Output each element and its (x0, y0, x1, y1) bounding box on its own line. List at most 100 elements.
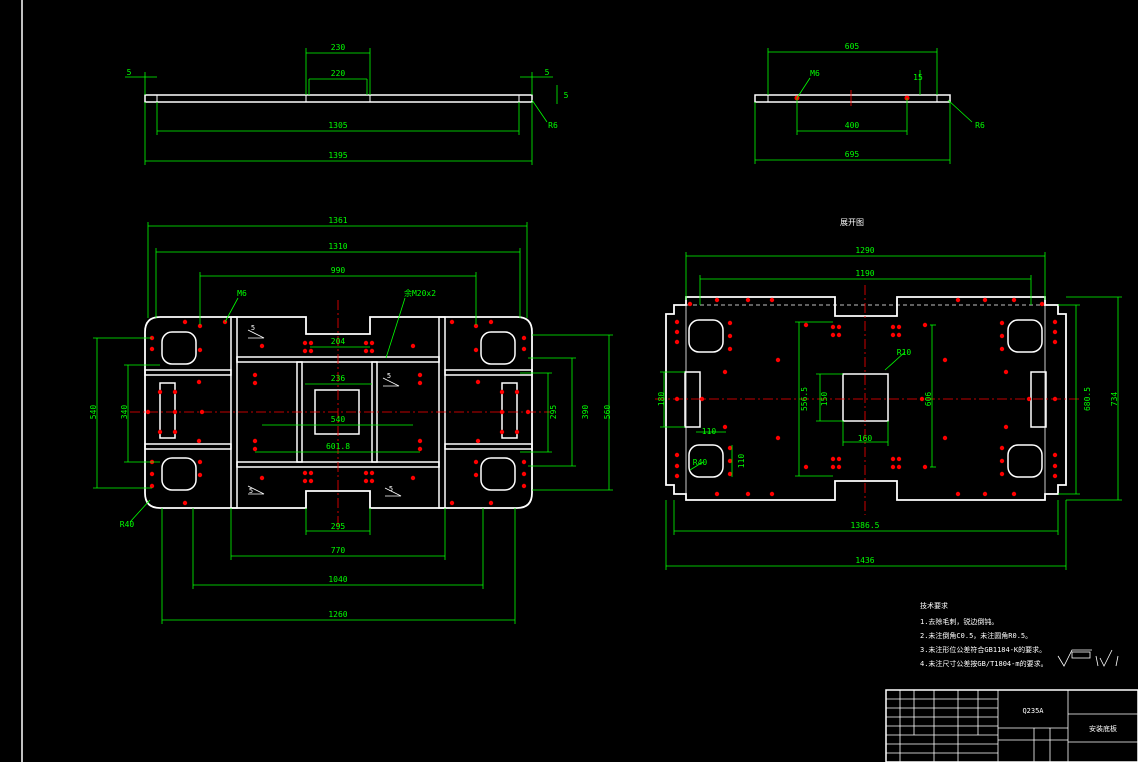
dim-label: 110 (737, 454, 746, 469)
dim-label: 560 (603, 405, 612, 420)
left-plan-view: 1361 1310 990 M6 余M20x2 204 236 540 601.… (89, 216, 613, 624)
hole (252, 372, 258, 378)
hole (1052, 319, 1058, 325)
hole-group (145, 319, 531, 506)
notes-title: 技术要求 (920, 602, 948, 610)
dim-label: 1290 (855, 246, 874, 255)
hole (417, 372, 423, 378)
hole (999, 471, 1005, 477)
hole (196, 438, 202, 444)
hole (727, 445, 733, 451)
hole (999, 346, 1005, 352)
hole (674, 396, 680, 402)
tb-drawing-name: 安装底板 (1089, 724, 1117, 733)
dim-label: 230 (331, 43, 346, 52)
dim-label: 390 (581, 405, 590, 420)
hole (674, 329, 680, 335)
hole (714, 491, 720, 497)
hole (473, 472, 479, 478)
hole (919, 396, 925, 402)
dim-label: 556.5 (800, 387, 809, 411)
hole (252, 438, 258, 444)
dim-label: 295 (549, 405, 558, 420)
hole (896, 464, 902, 470)
dim-label: R40 (120, 520, 135, 529)
hole (727, 458, 733, 464)
dim-label: 110 (702, 427, 717, 436)
hole (521, 459, 527, 465)
lift-hole (161, 331, 197, 365)
hole (145, 409, 151, 415)
weld-label: 5 (251, 324, 255, 332)
lift-hole (688, 444, 724, 478)
hole (308, 478, 314, 484)
hole (172, 409, 178, 415)
weld-symbol (384, 487, 402, 497)
hole (417, 438, 423, 444)
tb-material: Q235A (1022, 707, 1044, 715)
hole (363, 470, 369, 476)
rib (444, 369, 533, 376)
lift-hole (688, 319, 724, 353)
dim-label: 1436 (855, 556, 874, 565)
hole (922, 464, 928, 470)
hole (521, 335, 527, 341)
hole (473, 323, 479, 329)
dim-label: 1305 (328, 121, 347, 130)
dim-label: 160 (858, 434, 873, 443)
note-line: 4.未注尺寸公差按GB/T1804-m的要求。 (920, 660, 1048, 668)
hole (830, 324, 836, 330)
title-block-grid (885, 689, 1138, 762)
hole (302, 340, 308, 346)
hole (982, 297, 988, 303)
note-line: 3.未注形位公差符合GB1184-K的要求。 (920, 646, 1047, 654)
hole (369, 340, 375, 346)
hole (890, 456, 896, 462)
hole (674, 452, 680, 458)
hole (197, 347, 203, 353)
lift-hole (1007, 319, 1043, 353)
hole (499, 429, 505, 435)
hole (982, 491, 988, 497)
dim-label: 220 (331, 69, 346, 78)
dim-label: 1260 (328, 610, 347, 619)
hole (475, 379, 481, 385)
hole (1052, 396, 1058, 402)
leader-r40 (689, 461, 704, 471)
hole (830, 332, 836, 338)
hole-group (674, 297, 1058, 497)
hole (1026, 396, 1032, 402)
hole (363, 478, 369, 484)
hole (999, 445, 1005, 451)
hole (449, 319, 455, 325)
hole (473, 347, 479, 353)
right-elevation-view: 605 M6 15 400 695 R6 (754, 42, 985, 164)
note-line: 2.未注倒角C0.5，未注圆角R0.5。 (920, 632, 1033, 640)
leader-m6 (224, 297, 239, 323)
hole (896, 324, 902, 330)
note-line: 1.去除毛刺，锐边倒钝。 (920, 618, 999, 626)
hole (803, 464, 809, 470)
hole (197, 323, 203, 329)
dim-label: 204 (331, 337, 346, 346)
dim-label: 400 (845, 121, 860, 130)
hole (252, 380, 258, 386)
hole (830, 464, 836, 470)
dim-label: R6 (548, 121, 558, 130)
hole (674, 319, 680, 325)
dim-label: 605 (845, 42, 860, 51)
hole (157, 429, 163, 435)
top-elevation-view: 230 220 5 5 5 1305 1395 R6 (125, 43, 569, 165)
right-plan-view: 展开图 (655, 218, 1122, 570)
hole (1011, 297, 1017, 303)
dim-label: 295 (331, 522, 346, 531)
hole (182, 319, 188, 325)
dim-label: 1386.5 (851, 521, 880, 530)
hole (745, 491, 751, 497)
dim-label: 1361 (328, 216, 347, 225)
hole (769, 491, 775, 497)
dim-label: R6 (975, 121, 985, 130)
hole (149, 346, 155, 352)
